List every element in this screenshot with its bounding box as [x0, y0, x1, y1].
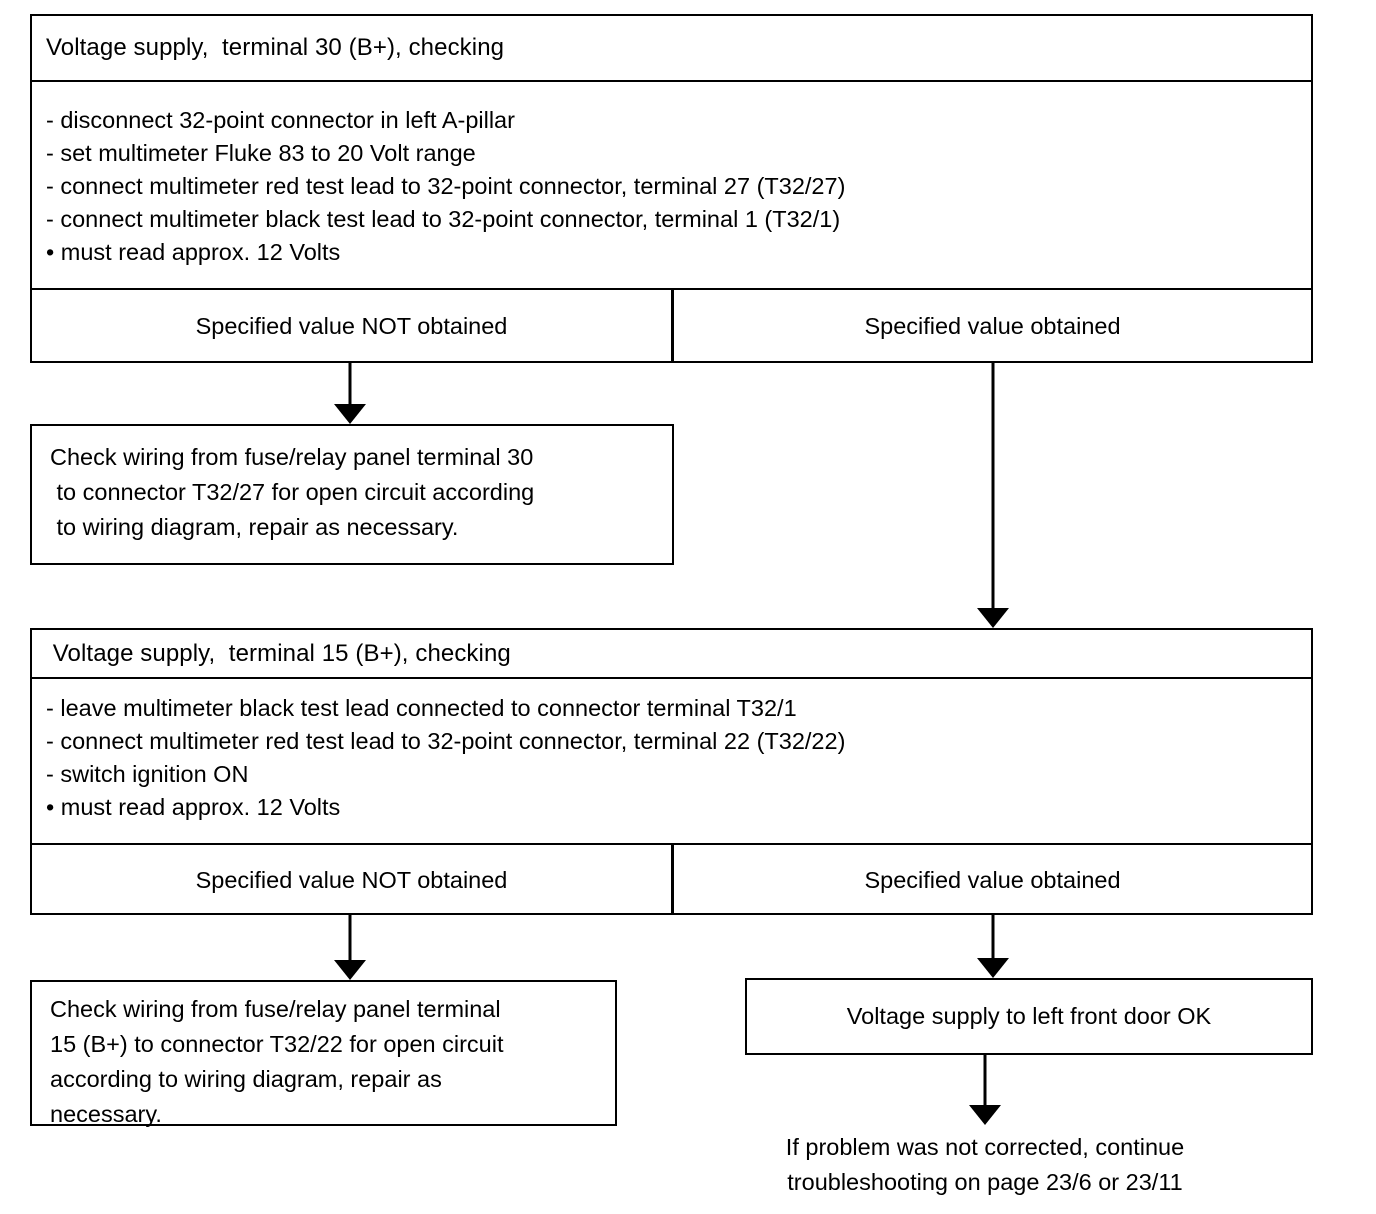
block2-step-1: - leave multimeter black test lead conne… [46, 695, 797, 721]
block2-title-cell: Voltage supply, terminal 15 (B+), checki… [46, 630, 1296, 677]
block1-title-divider [30, 80, 1313, 82]
block1-branch-vertical-divider [671, 288, 674, 363]
footer-note-line-2: troubleshooting on page 23/6 or 23/11 [787, 1169, 1183, 1195]
block2-step-4: • must read approx. 12 Volts [46, 794, 341, 820]
block2-steps: - leave multimeter black test lead conne… [46, 692, 1296, 824]
block1-step-1: - disconnect 32-point connector in left … [46, 107, 515, 133]
arrow-block2-obtained [977, 915, 1009, 978]
block2-branch-obtained-label: Specified value obtained [864, 866, 1121, 893]
block2-branch-not-obtained: Specified value NOT obtained [32, 845, 671, 915]
block2-branch-not-obtained-label: Specified value NOT obtained [195, 866, 508, 893]
action2-line-2: 15 (B+) to connector T32/22 for open cir… [50, 1031, 504, 1057]
block1-steps: - disconnect 32-point connector in left … [46, 104, 1296, 269]
action1-text: Check wiring from fuse/relay panel termi… [50, 440, 662, 545]
block1-step-5: • must read approx. 12 Volts [46, 239, 341, 265]
block2-title: Voltage supply, terminal 15 (B+), checki… [46, 639, 511, 667]
block1-branch-obtained-label: Specified value obtained [864, 313, 1121, 339]
arrow-block1-not-obtained [334, 363, 366, 424]
block2-step-3: - switch ignition ON [46, 761, 249, 787]
block1-title-cell: Voltage supply, terminal 30 (B+), checki… [46, 16, 1296, 80]
action2-line-1: Check wiring from fuse/relay panel termi… [50, 996, 501, 1022]
footer-note: If problem was not corrected, continue t… [700, 1130, 1270, 1200]
block1-step-3: - connect multimeter red test lead to 32… [46, 173, 846, 199]
block2-step-2: - connect multimeter red test lead to 32… [46, 728, 846, 754]
block1-step-2: - set multimeter Fluke 83 to 20 Volt ran… [46, 140, 476, 166]
block2-branch-vertical-divider [671, 843, 674, 915]
result-label: Voltage supply to left front door OK [846, 1003, 1212, 1029]
arrow-result-to-footer [969, 1055, 1001, 1125]
action2-text: Check wiring from fuse/relay panel termi… [50, 992, 607, 1132]
block1-step-4: - connect multimeter black test lead to … [46, 206, 841, 232]
block1-branch-not-obtained-label: Specified value NOT obtained [195, 313, 508, 339]
arrow-block2-not-obtained [334, 915, 366, 980]
action2-line-4: necessary. [50, 1101, 162, 1127]
block1-branch-obtained: Specified value obtained [674, 290, 1311, 363]
result-label-wrap: Voltage supply to left front door OK [747, 980, 1311, 1053]
arrow-block1-obtained [977, 363, 1009, 628]
action1-box [30, 424, 674, 565]
action1-line-3: to wiring diagram, repair as necessary. [50, 514, 459, 540]
block2-branch-obtained: Specified value obtained [674, 845, 1311, 915]
action2-box [30, 980, 617, 1126]
block2-title-divider [30, 677, 1313, 679]
action1-line-2: to connector T32/27 for open circuit acc… [50, 479, 535, 505]
block1-title: Voltage supply, terminal 30 (B+), checki… [46, 34, 505, 61]
action2-line-3: according to wiring diagram, repair as [50, 1066, 442, 1092]
result-box [745, 978, 1313, 1055]
action1-line-1: Check wiring from fuse/relay panel termi… [50, 444, 534, 470]
footer-note-line-1: If problem was not corrected, continue [785, 1134, 1185, 1160]
block1-branch-not-obtained: Specified value NOT obtained [32, 290, 671, 363]
